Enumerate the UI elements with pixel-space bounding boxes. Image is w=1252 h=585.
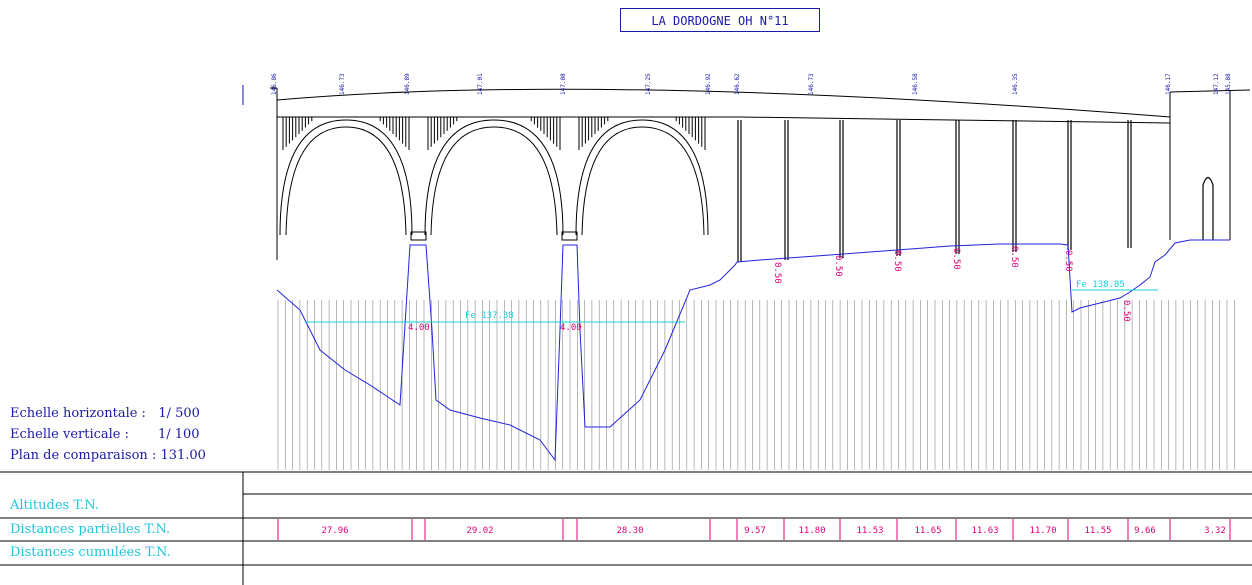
depth-label: 0.50 [1063,250,1073,272]
depth-label: 4.00 [408,323,430,333]
deck-level-labels: 146.86 146.73 146.89 147.01 147.08 147.25 146.… [271,73,1232,95]
scale-value: 131.00 [160,448,206,463]
scale-label: Echelle verticale : [10,427,130,442]
arch-1 [279,119,413,236]
scale-value: 1/ 500 [158,406,200,421]
partial-distance-value: 11.55 [1084,526,1111,536]
water-level-label-2: Fe 138.85 [1076,280,1125,290]
data-table [0,85,1252,585]
row-label-altitudes: Altitudes T.N. [10,498,99,513]
arch-3-inner [581,126,705,236]
partial-distance-value: 3.32 [1204,526,1226,536]
deck-level-label: 146.89 [404,73,411,95]
partial-distance-value: 11.65 [914,526,941,536]
deck-level-label: 146.17 [1165,73,1172,95]
deck-level-label: 146.62 [734,73,741,95]
partial-distance-value: 29.02 [466,526,493,536]
deck-level-label: 146.35 [1012,73,1019,95]
row-label-cumulative-distances: Distances cumulées T.N. [10,545,171,560]
partial-distance-values: 27.96 29.02 28.30 9.57 11.80 11.53 11.65 11.63 1… [321,526,1225,536]
deck-top-line [276,88,1171,118]
arch-2 [424,119,564,236]
partial-distance-value: 9.66 [1134,526,1156,536]
deck-level-label: 146.73 [808,73,815,95]
deck-level-label: 147.25 [645,73,652,95]
deck-level-label: 145.88 [1225,73,1232,95]
scale-label: Plan de comparaison : [10,448,157,463]
depth-label: 0.50 [1121,300,1131,322]
depth-label: 0.50 [833,255,843,277]
scale-row-vertical: Echelle verticale : 1/ 100 [10,424,206,445]
station-lines [277,300,1235,470]
row-label-partial-distances: Distances partielles T.N. [10,522,171,537]
partial-distance-value: 11.63 [971,526,998,536]
depth-label: 0.50 [1009,246,1019,268]
deck-level-label: 147.12 [1213,73,1220,95]
arches [279,119,709,236]
scale-row-comparison: Plan de comparaison : 131.00 [10,445,206,466]
scale-value: 1/ 100 [157,427,200,442]
deck-bottom-line [277,116,1171,124]
partial-distance-value: 11.80 [798,526,825,536]
arch-1-inner [285,126,407,236]
deck-level-label: 146.73 [339,73,346,95]
water-level-label-1: Fe 137.38 [465,311,514,321]
scale-label: Echelle horizontale : [10,406,146,421]
deck [270,87,1251,260]
partial-distance-value: 9.57 [744,526,766,536]
drawing-title: LA DORDOGNE OH N°11 [620,8,820,32]
depth-label: 0.50 [892,250,902,272]
partial-distance-ticks [277,519,1231,540]
depth-label: 0.50 [772,262,782,284]
deck-level-label: 146.92 [705,73,712,95]
depth-label: 0.50 [951,248,961,270]
partial-distance-value: 11.70 [1029,526,1056,536]
scale-info: Echelle horizontale : 1/ 500 Echelle ver… [10,403,206,466]
deck-level-label: 146.58 [912,73,919,95]
partial-distance-value: 27.96 [321,526,348,536]
deck-level-label: 147.01 [477,73,484,95]
deck-level-label: 147.08 [560,73,567,95]
spandrel-posts [282,117,706,150]
partial-distance-value: 11.53 [856,526,883,536]
abutment-pier [1202,176,1214,240]
arch-piers [410,231,578,241]
deck-level-label: 146.86 [271,73,278,95]
girder-piers [737,120,1214,262]
scale-row-horizontal: Echelle horizontale : 1/ 500 [10,403,206,424]
terrain-profile [276,239,1230,462]
depth-label: 4.00 [560,323,582,333]
pier-depth-annotations: 4.00 4.00 0.50 0.50 0.50 0.50 0.50 0.50 … [408,246,1131,333]
arch-3 [575,119,709,236]
partial-distance-value: 28.30 [616,526,643,536]
water-levels: Fe 137.38 Fe 138.85 [305,280,1158,323]
arch-2-inner [430,126,558,236]
